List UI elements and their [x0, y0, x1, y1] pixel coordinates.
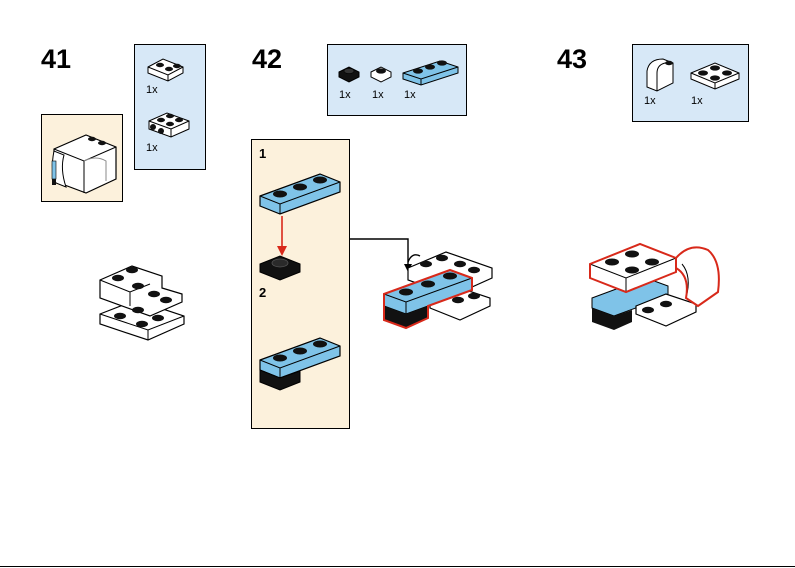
- assembly-step-43: [586, 236, 728, 336]
- sub-assembly-result: [258, 330, 346, 398]
- white-corner-plate-icon: [143, 55, 193, 85]
- blue-1x3-plate-icon: [258, 166, 344, 216]
- substep-number-1: 1: [259, 147, 266, 160]
- page-bottom-rule: [0, 566, 795, 567]
- white-2x2-plate-icon: [687, 55, 743, 95]
- black-1x1-plate-icon: [256, 250, 304, 286]
- step-number-41: 41: [41, 46, 71, 73]
- parts-list-42: 1x 1x 1x: [327, 44, 467, 116]
- partial-model-icon: [46, 121, 120, 197]
- white-bracket-plate-icon: [143, 107, 199, 141]
- part-qty: 1x: [339, 90, 351, 101]
- blue-1x3-plate-icon: [400, 57, 462, 87]
- parts-list-43: 1x 1x: [632, 44, 749, 122]
- part-qty: 1x: [404, 90, 416, 101]
- step-number-42: 42: [252, 46, 282, 73]
- substep-number-2: 2: [259, 286, 266, 299]
- white-curved-slope-icon: [641, 53, 681, 93]
- step-number-43: 43: [557, 46, 587, 73]
- part-qty: 1x: [691, 96, 703, 107]
- white-1x1-plate-icon: [368, 63, 394, 85]
- part-qty: 1x: [146, 85, 158, 96]
- parts-list-41: 1x 1x: [134, 44, 206, 170]
- context-callout-41: [41, 114, 123, 202]
- part-qty: 1x: [372, 90, 384, 101]
- part-qty: 1x: [644, 96, 656, 107]
- assembly-step-41: [96, 258, 188, 346]
- sub-assembly-callout-42: 1 2: [251, 139, 350, 429]
- assembly-step-42: [380, 240, 496, 334]
- part-qty: 1x: [146, 143, 158, 154]
- black-1x1-plate-icon: [336, 63, 362, 85]
